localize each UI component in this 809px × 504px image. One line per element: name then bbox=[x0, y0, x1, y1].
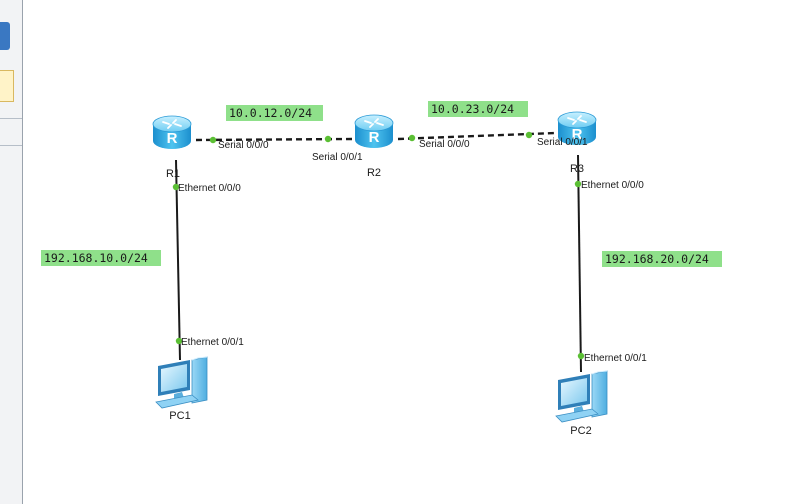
router-r1[interactable] bbox=[152, 115, 192, 150]
pc-icon bbox=[155, 356, 208, 409]
router-label-r2: R2 bbox=[367, 167, 381, 179]
link-r3-pc2-ethernet[interactable] bbox=[577, 154, 582, 373]
port-label-pc2-ethernet-0-0-1: Ethernet 0/0/1 bbox=[584, 353, 647, 364]
router-label-r1: R1 bbox=[166, 168, 180, 180]
port-dot[interactable] bbox=[172, 183, 180, 191]
port-label-r2-serial-0-0-0: Serial 0/0/0 bbox=[419, 139, 470, 150]
port-dot[interactable] bbox=[209, 136, 217, 144]
left-tool-panel bbox=[0, 0, 23, 504]
link-r1-pc1-ethernet[interactable] bbox=[175, 159, 181, 361]
port-dot[interactable] bbox=[574, 180, 582, 188]
svg-text:10.0.23.0/24: 10.0.23.0/24 bbox=[431, 102, 514, 116]
svg-text:192.168.10.0/24: 192.168.10.0/24 bbox=[44, 251, 148, 265]
pc-icon bbox=[555, 370, 608, 423]
panel-divider bbox=[0, 145, 22, 146]
pc-pc2[interactable] bbox=[555, 370, 608, 423]
toolbar-select-button[interactable] bbox=[0, 70, 14, 102]
svg-text:10.0.12.0/24: 10.0.12.0/24 bbox=[229, 106, 312, 120]
port-label-r2-serial-0-0-1: Serial 0/0/1 bbox=[312, 152, 363, 163]
network-label-r2-r3: 10.0.23.0/24 bbox=[428, 101, 528, 117]
toolbar-device-icon[interactable] bbox=[0, 22, 10, 50]
port-label-pc1-ethernet-0-0-1: Ethernet 0/0/1 bbox=[181, 337, 244, 348]
pc-label-pc1: PC1 bbox=[169, 410, 190, 422]
port-label-r1-ethernet-0-0-0: Ethernet 0/0/0 bbox=[178, 183, 241, 194]
network-label-r3-pc2: 192.168.20.0/24 bbox=[602, 251, 722, 267]
pc-label-pc2: PC2 bbox=[570, 425, 591, 437]
port-label-r3-ethernet-0-0-0: Ethernet 0/0/0 bbox=[581, 180, 644, 191]
router-icon bbox=[354, 114, 394, 149]
port-dot[interactable] bbox=[577, 352, 585, 360]
router-icon bbox=[152, 115, 192, 150]
port-dot[interactable] bbox=[408, 134, 416, 142]
svg-text:192.168.20.0/24: 192.168.20.0/24 bbox=[605, 252, 709, 266]
port-dot[interactable] bbox=[525, 131, 533, 139]
router-label-r3: R3 bbox=[570, 163, 584, 175]
port-label-r1-serial-0-0-0: Serial 0/0/0 bbox=[218, 140, 269, 151]
pc-pc1[interactable] bbox=[155, 356, 208, 409]
network-label-r1-pc1: 192.168.10.0/24 bbox=[41, 250, 161, 266]
port-label-r3-serial-0-0-1: Serial 0/0/1 bbox=[537, 137, 588, 148]
network-label-r1-r2: 10.0.12.0/24 bbox=[226, 105, 323, 121]
port-dot[interactable] bbox=[175, 337, 183, 345]
port-dot[interactable] bbox=[324, 135, 332, 143]
panel-divider bbox=[0, 118, 22, 119]
router-r2[interactable] bbox=[354, 114, 394, 149]
